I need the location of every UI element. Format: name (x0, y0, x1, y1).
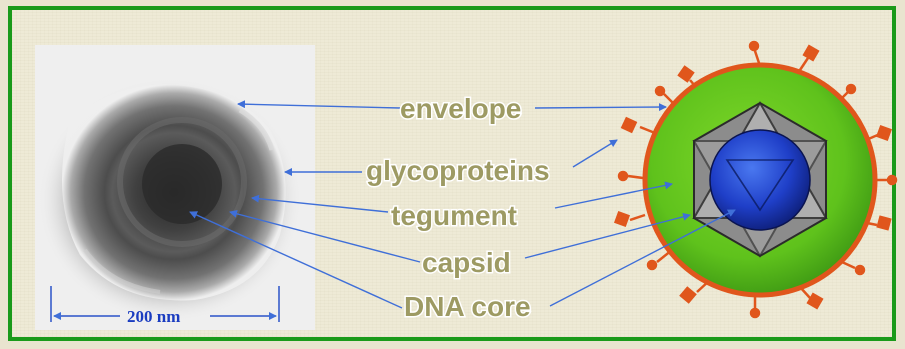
scale-bar-label: 200 nm (127, 307, 180, 326)
label-envelope: envelope (400, 93, 521, 124)
virion-micrograph-image (38, 78, 302, 322)
label-dna-core: DNA core (404, 291, 531, 322)
label-glycoproteins: glycoproteins (366, 155, 550, 186)
label-capsid: capsid (422, 247, 511, 278)
label-tegument: tegument (391, 200, 517, 231)
